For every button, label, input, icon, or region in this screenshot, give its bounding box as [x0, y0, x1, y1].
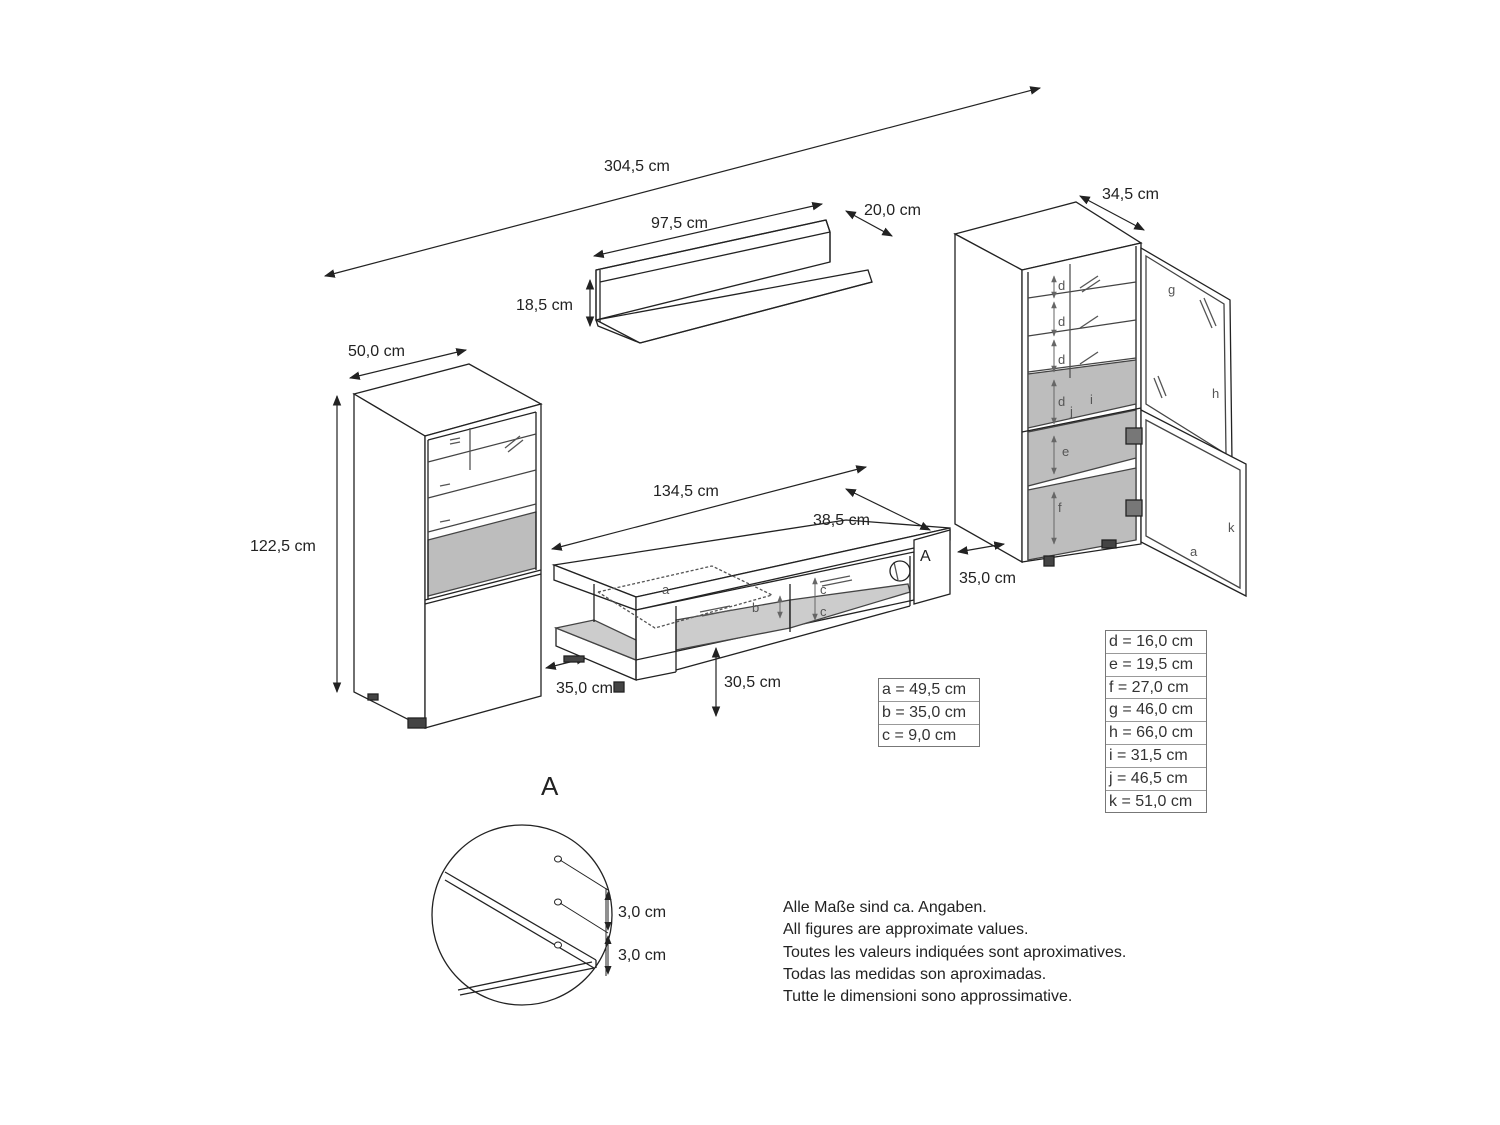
wall-shelf — [595, 219, 873, 344]
note-line-en: All figures are approximate values. — [783, 921, 1029, 939]
cab-label-d4: d — [1058, 394, 1065, 409]
tv-board-legend: a = 49,5 cm b = 35,0 cm c = 9,0 cm — [878, 678, 980, 748]
right-cabinet-dimensions: 34,5 cm 35,0 cm d d d d j i e f g h k a — [956, 186, 1235, 587]
cab-label-d1: d — [1058, 278, 1065, 293]
cab-label-i: i — [1090, 392, 1093, 407]
cab-label-d2: d — [1058, 314, 1065, 329]
legend-row: g = 46,0 cm — [1106, 699, 1206, 723]
legend-row: b = 35,0 cm — [879, 702, 979, 725]
cab-label-e: e — [1062, 444, 1069, 459]
legend-row: d = 16,0 cm — [1106, 631, 1206, 654]
cab-label-j: j — [1069, 404, 1073, 419]
legend-row: k = 51,0 cm — [1109, 792, 1193, 810]
tv-board-width-label: 134,5 cm — [653, 483, 719, 500]
shelf-height-label: 18,5 cm — [516, 297, 573, 314]
cab-label-g: g — [1168, 282, 1175, 297]
cab-label-a: a — [1190, 544, 1198, 559]
left-cabinet — [352, 363, 543, 730]
detail-spacing-2-label: 3,0 cm — [618, 947, 666, 964]
left-cabinet-depth-label: 35,0 cm — [556, 680, 613, 697]
cab-label-f: f — [1058, 500, 1062, 515]
note-line-es: Todas las medidas son aproximadas. — [783, 965, 1047, 983]
tv-board-height-label: 30,5 cm — [724, 674, 781, 691]
note-line-it: Tutte le dimensioni sono approssimative. — [783, 988, 1073, 1006]
shelf-depth-label: 20,0 cm — [864, 202, 921, 219]
note-line-de: Alle Maße sind ca. Angaben. — [783, 899, 987, 916]
right-cabinet-depth-label: 35,0 cm — [959, 570, 1016, 587]
tv-board-dimensions: 134,5 cm 38,5 cm 30,5 cm A a b c c — [550, 465, 931, 718]
overall-width-dimension: 304,5 cm — [323, 86, 1042, 278]
left-cabinet-width-label: 50,0 cm — [348, 343, 405, 360]
left-cabinet-dimensions: 50,0 cm 122,5 cm 35,0 cm — [250, 343, 613, 697]
detail-a: A 3,0 cm 3,0 cm — [431, 771, 666, 1006]
detail-spacing-1-label: 3,0 cm — [618, 904, 666, 921]
tv-label-a: a — [662, 582, 670, 597]
tv-label-b: b — [752, 600, 759, 615]
detail-ref-marker: A — [920, 548, 931, 565]
overall-width-label: 304,5 cm — [604, 158, 670, 175]
left-cabinet-height-label: 122,5 cm — [250, 538, 316, 555]
shelf-dimensions: 97,5 cm 20,0 cm 18,5 cm — [516, 201, 921, 328]
legend-row: j = 46,5 cm — [1106, 768, 1206, 791]
right-cabinet-width-label: 34,5 cm — [1102, 186, 1159, 203]
tv-label-c-bottom: c — [820, 604, 827, 619]
approximate-values-note: Alle Maße sind ca. Angaben. All figures … — [783, 897, 1126, 1008]
cab-label-d3: d — [1058, 352, 1065, 367]
cab-label-k: k — [1228, 520, 1235, 535]
shelf-width-label: 97,5 cm — [651, 215, 708, 232]
right-cabinet — [953, 201, 1247, 598]
note-line-fr: Toutes les valeurs indiquées sont aproxi… — [783, 943, 1127, 961]
legend-row: f = 27,0 cm — [1106, 677, 1206, 700]
cab-label-h: h — [1212, 386, 1219, 401]
legend-row: c = 9,0 cm — [882, 726, 957, 744]
legend-row: i = 31,5 cm — [1106, 745, 1206, 768]
tv-board-depth-label: 38,5 cm — [813, 512, 870, 529]
legend-row: a = 49,5 cm — [879, 679, 979, 702]
legend-row: e = 19,5 cm — [1106, 654, 1206, 677]
tv-label-c-top: c — [820, 582, 827, 597]
cabinet-legend: d = 16,0 cm e = 19,5 cm f = 27,0 cm g = … — [1105, 630, 1207, 814]
detail-title: A — [541, 771, 559, 801]
legend-row: h = 66,0 cm — [1106, 722, 1206, 745]
